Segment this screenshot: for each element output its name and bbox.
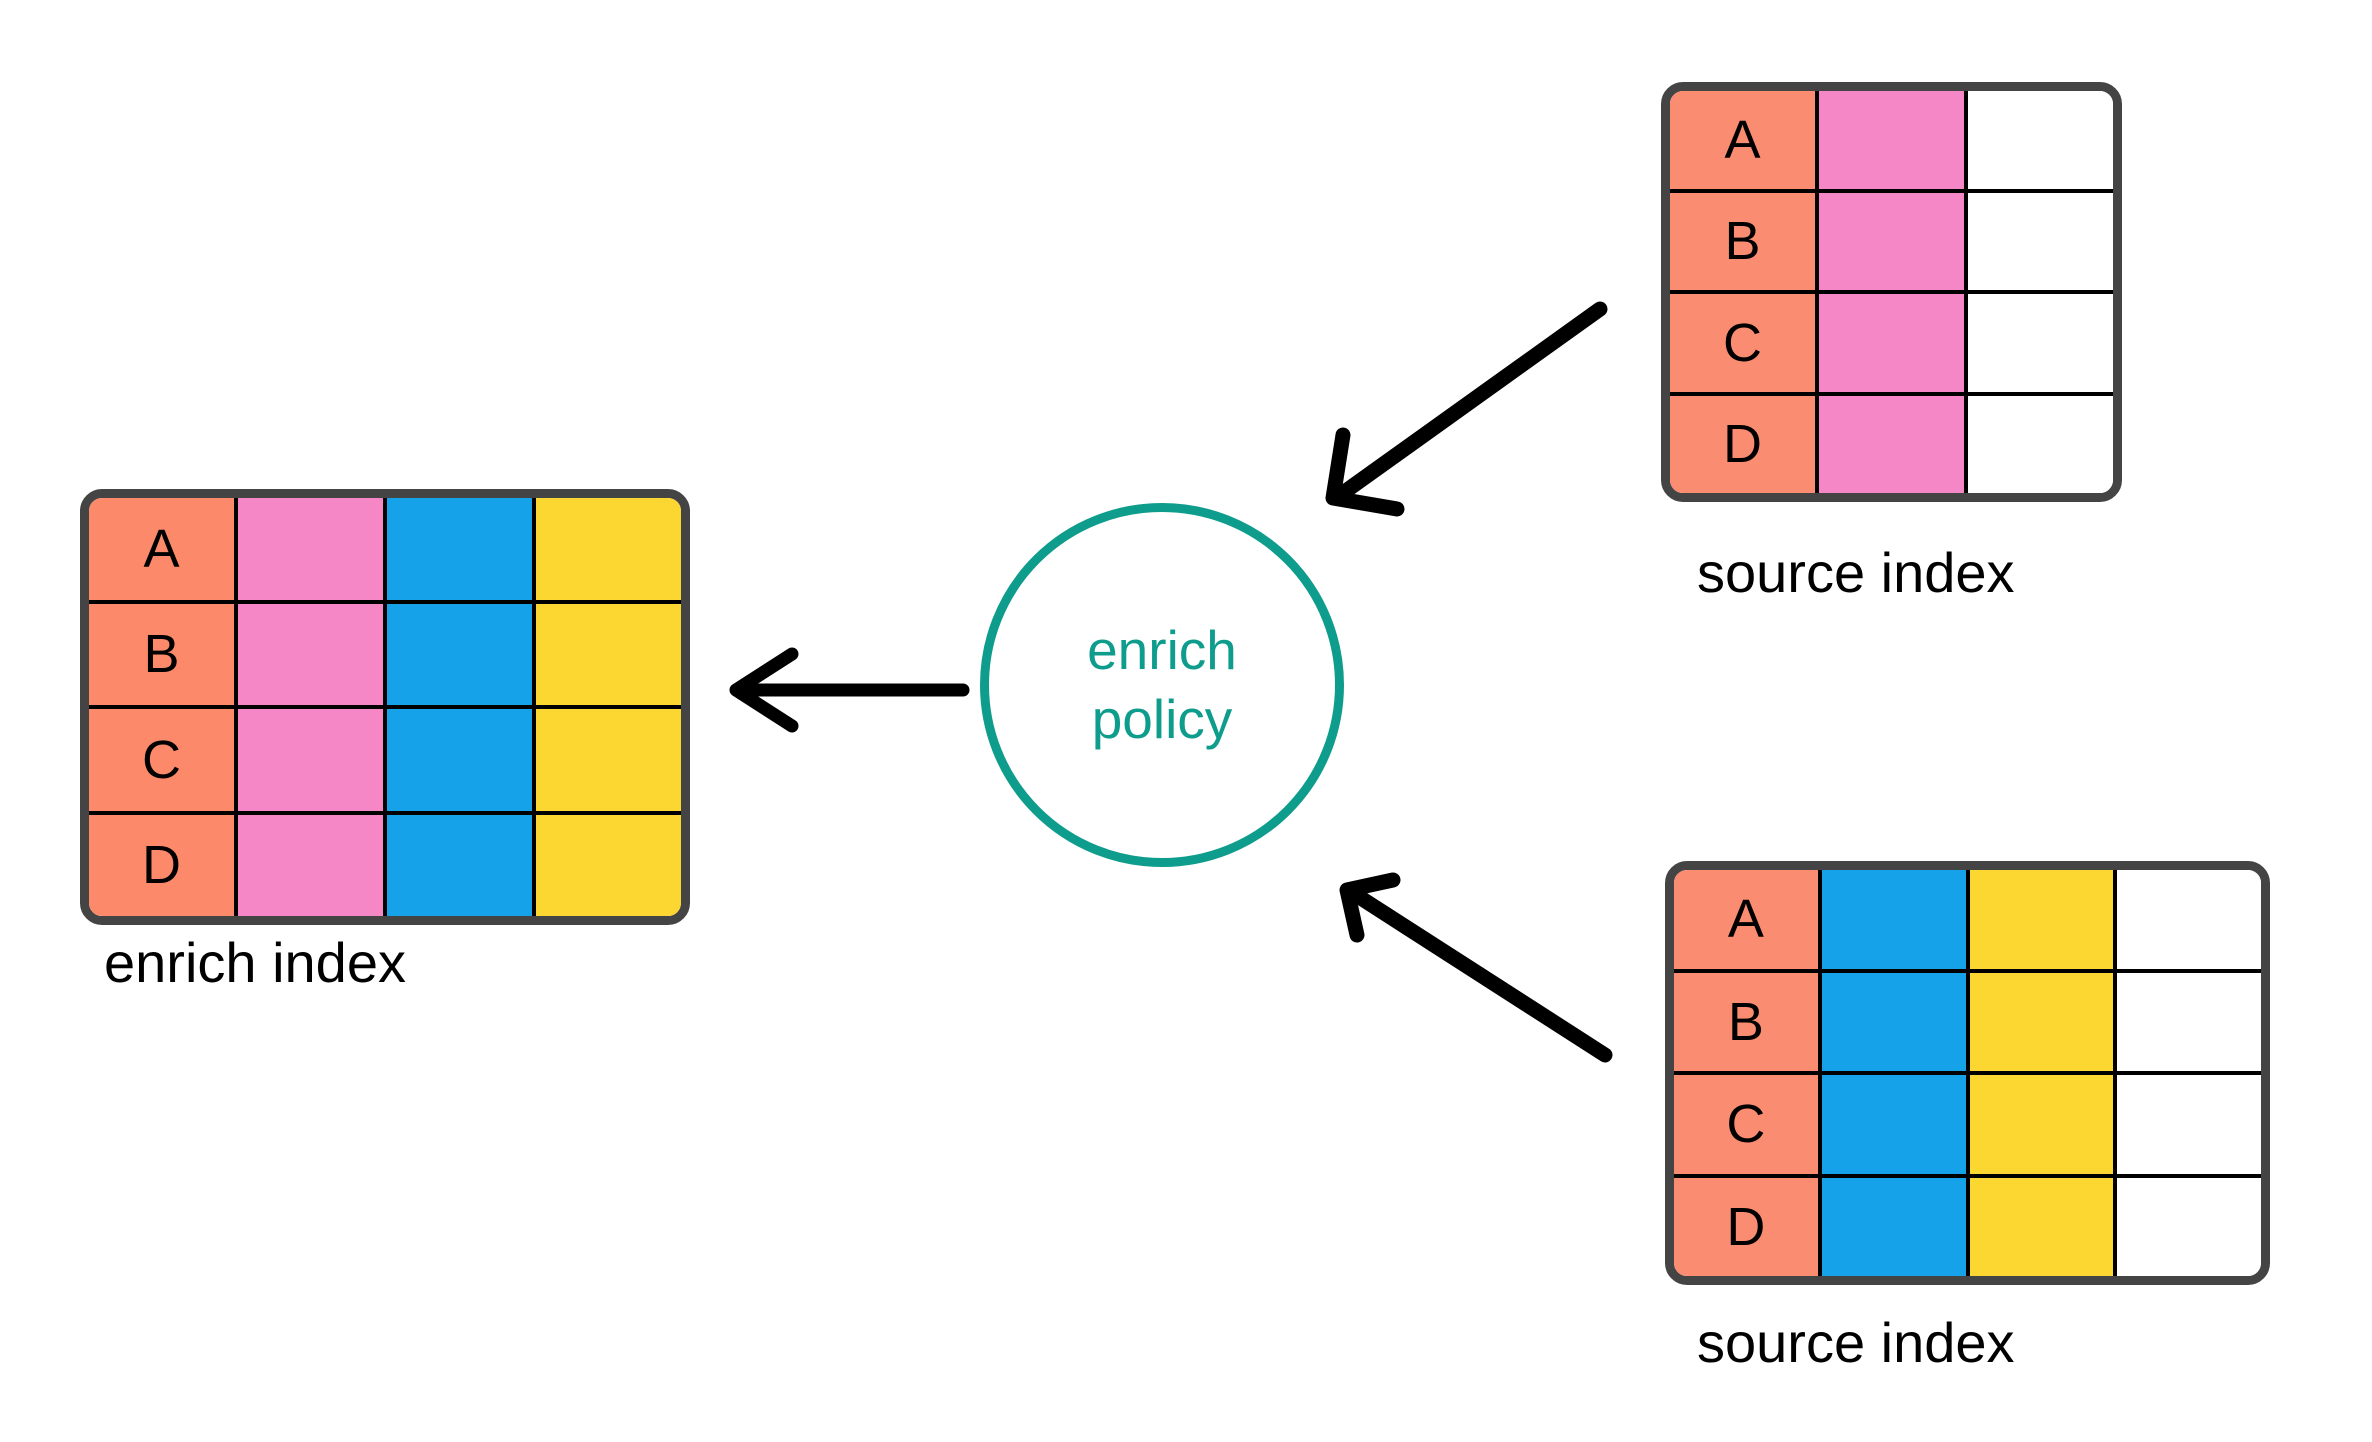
enrich-pink-cell xyxy=(238,603,387,705)
enrich-pink-cell xyxy=(238,709,387,811)
source-top-empty-cell xyxy=(1968,192,2113,290)
key-label: A xyxy=(1727,889,1764,950)
source-bottom-yellow-cell xyxy=(1969,870,2118,969)
enrich-key-cell: B xyxy=(89,603,238,705)
table-row: A xyxy=(1674,870,2261,973)
source-top-key-cell: A xyxy=(1670,91,1819,189)
table-row: A xyxy=(1670,91,2113,193)
key-label: C xyxy=(1726,1094,1766,1155)
enrich-blue-cell xyxy=(387,814,536,916)
enrich-key-cell: D xyxy=(89,814,238,916)
enrich-yellow-cell xyxy=(536,814,681,916)
table-row: D xyxy=(1670,395,2113,493)
table-row: B xyxy=(1670,192,2113,294)
source-top-pink-cell xyxy=(1819,294,1968,392)
enrich-pink-cell xyxy=(238,814,387,916)
source-bottom-blue-cell xyxy=(1821,972,1970,1071)
source-bottom-blue-cell xyxy=(1821,870,1970,969)
policy-line-2: policy xyxy=(1091,688,1233,750)
enrich-blue-cell xyxy=(387,498,536,600)
source-index-top-table: A B C D xyxy=(1661,82,2122,502)
source-bottom-key-cell: D xyxy=(1674,1177,1822,1276)
enrich-blue-cell xyxy=(387,603,536,705)
source-bottom-yellow-cell xyxy=(1969,1177,2118,1276)
enrich-yellow-cell xyxy=(536,709,681,811)
source-top-empty-cell xyxy=(1968,395,2113,493)
enrich-yellow-cell xyxy=(536,498,681,600)
enrich-index-table: A B C D xyxy=(80,489,690,925)
source-index-bottom-table: A B C D xyxy=(1665,861,2270,1285)
key-label: B xyxy=(143,624,180,685)
source-top-empty-cell xyxy=(1968,91,2113,189)
source-bottom-yellow-cell xyxy=(1969,1075,2118,1174)
enrich-index-caption: enrich index xyxy=(104,931,406,994)
source-index-bottom-caption: source index xyxy=(1697,1311,2015,1374)
table-row: A xyxy=(89,498,681,604)
source-index-top-caption: source index xyxy=(1697,541,2015,604)
source-bottom-empty-cell xyxy=(2117,972,2261,1071)
key-label: C xyxy=(1723,312,1762,373)
table-row: C xyxy=(1670,294,2113,396)
table-row: C xyxy=(1674,1075,2261,1178)
source-top-pink-cell xyxy=(1819,91,1968,189)
enrich-key-cell: C xyxy=(89,709,238,811)
key-label: A xyxy=(143,518,180,579)
source-top-key-cell: B xyxy=(1670,192,1819,290)
enrich-pink-cell xyxy=(238,498,387,600)
source-bottom-key-cell: C xyxy=(1674,1075,1822,1174)
source-bottom-empty-cell xyxy=(2117,1177,2261,1276)
enrich-policy-node[interactable]: enrich policy xyxy=(980,503,1344,867)
source-top-key-cell: C xyxy=(1670,294,1819,392)
key-label: D xyxy=(142,835,181,896)
arrow-source-bottom-to-policy xyxy=(1339,872,1613,1063)
arrow-policy-to-enrich-index xyxy=(729,647,970,733)
table-row: B xyxy=(1674,972,2261,1075)
source-top-pink-cell xyxy=(1819,395,1968,493)
arrow-source-top-to-policy xyxy=(1325,301,1608,517)
key-label: D xyxy=(1726,1196,1766,1257)
key-label: C xyxy=(142,729,181,790)
policy-line-1: enrich xyxy=(1087,619,1237,682)
key-label: A xyxy=(1724,109,1761,170)
enrich-key-cell: A xyxy=(89,498,238,600)
table-row: D xyxy=(1674,1177,2261,1276)
source-bottom-blue-cell xyxy=(1821,1075,1970,1174)
source-bottom-key-cell: A xyxy=(1674,870,1822,969)
source-bottom-empty-cell xyxy=(2117,870,2261,969)
source-bottom-blue-cell xyxy=(1821,1177,1970,1276)
key-label: B xyxy=(1724,211,1761,272)
enrich-yellow-cell xyxy=(536,603,681,705)
source-top-key-cell: D xyxy=(1670,395,1819,493)
source-bottom-key-cell: B xyxy=(1674,972,1822,1071)
source-top-pink-cell xyxy=(1819,192,1968,290)
source-top-empty-cell xyxy=(1968,294,2113,392)
key-label: D xyxy=(1723,414,1762,475)
table-row: C xyxy=(89,709,681,815)
table-row: D xyxy=(89,814,681,916)
source-bottom-empty-cell xyxy=(2117,1075,2261,1174)
key-label: B xyxy=(1727,991,1764,1052)
enrich-blue-cell xyxy=(387,709,536,811)
source-bottom-yellow-cell xyxy=(1969,972,2118,1071)
table-row: B xyxy=(89,603,681,709)
